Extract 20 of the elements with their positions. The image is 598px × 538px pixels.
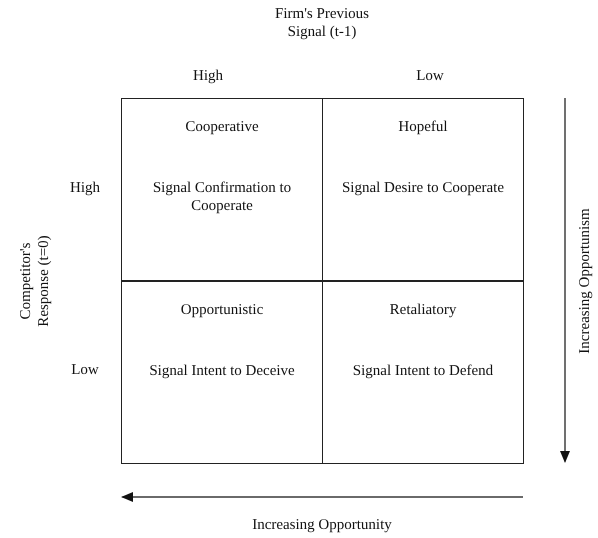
matrix-cell — [322, 281, 524, 464]
row-label: High — [69, 179, 101, 197]
axis-title: Firm's Previous Signal (t-1) — [274, 5, 370, 41]
column-label: Low — [415, 67, 445, 85]
matrix-cell — [322, 98, 524, 281]
matrix-cell — [121, 281, 323, 464]
cell-description: Signal Intent to Defend — [352, 362, 494, 380]
cell-heading: Opportunistic — [180, 302, 264, 319]
cell-heading: Hopeful — [397, 119, 449, 136]
row-label: Low — [70, 361, 100, 379]
cell-heading: Retaliatory — [388, 302, 458, 319]
axis-title: Increasing Opportunism — [576, 207, 594, 356]
axis-title: Increasing Opportunity — [251, 516, 393, 534]
cell-description: Signal Intent to Deceive — [148, 362, 296, 380]
cell-description: Signal Confirmation to Cooperate — [152, 179, 292, 215]
cell-description: Signal Desire to Cooperate — [340, 179, 506, 197]
matrix-cell — [121, 98, 323, 281]
column-label: High — [192, 67, 224, 85]
cell-heading: Cooperative — [184, 119, 260, 136]
axis-title: Competitor's Response (t=0) — [17, 234, 53, 329]
